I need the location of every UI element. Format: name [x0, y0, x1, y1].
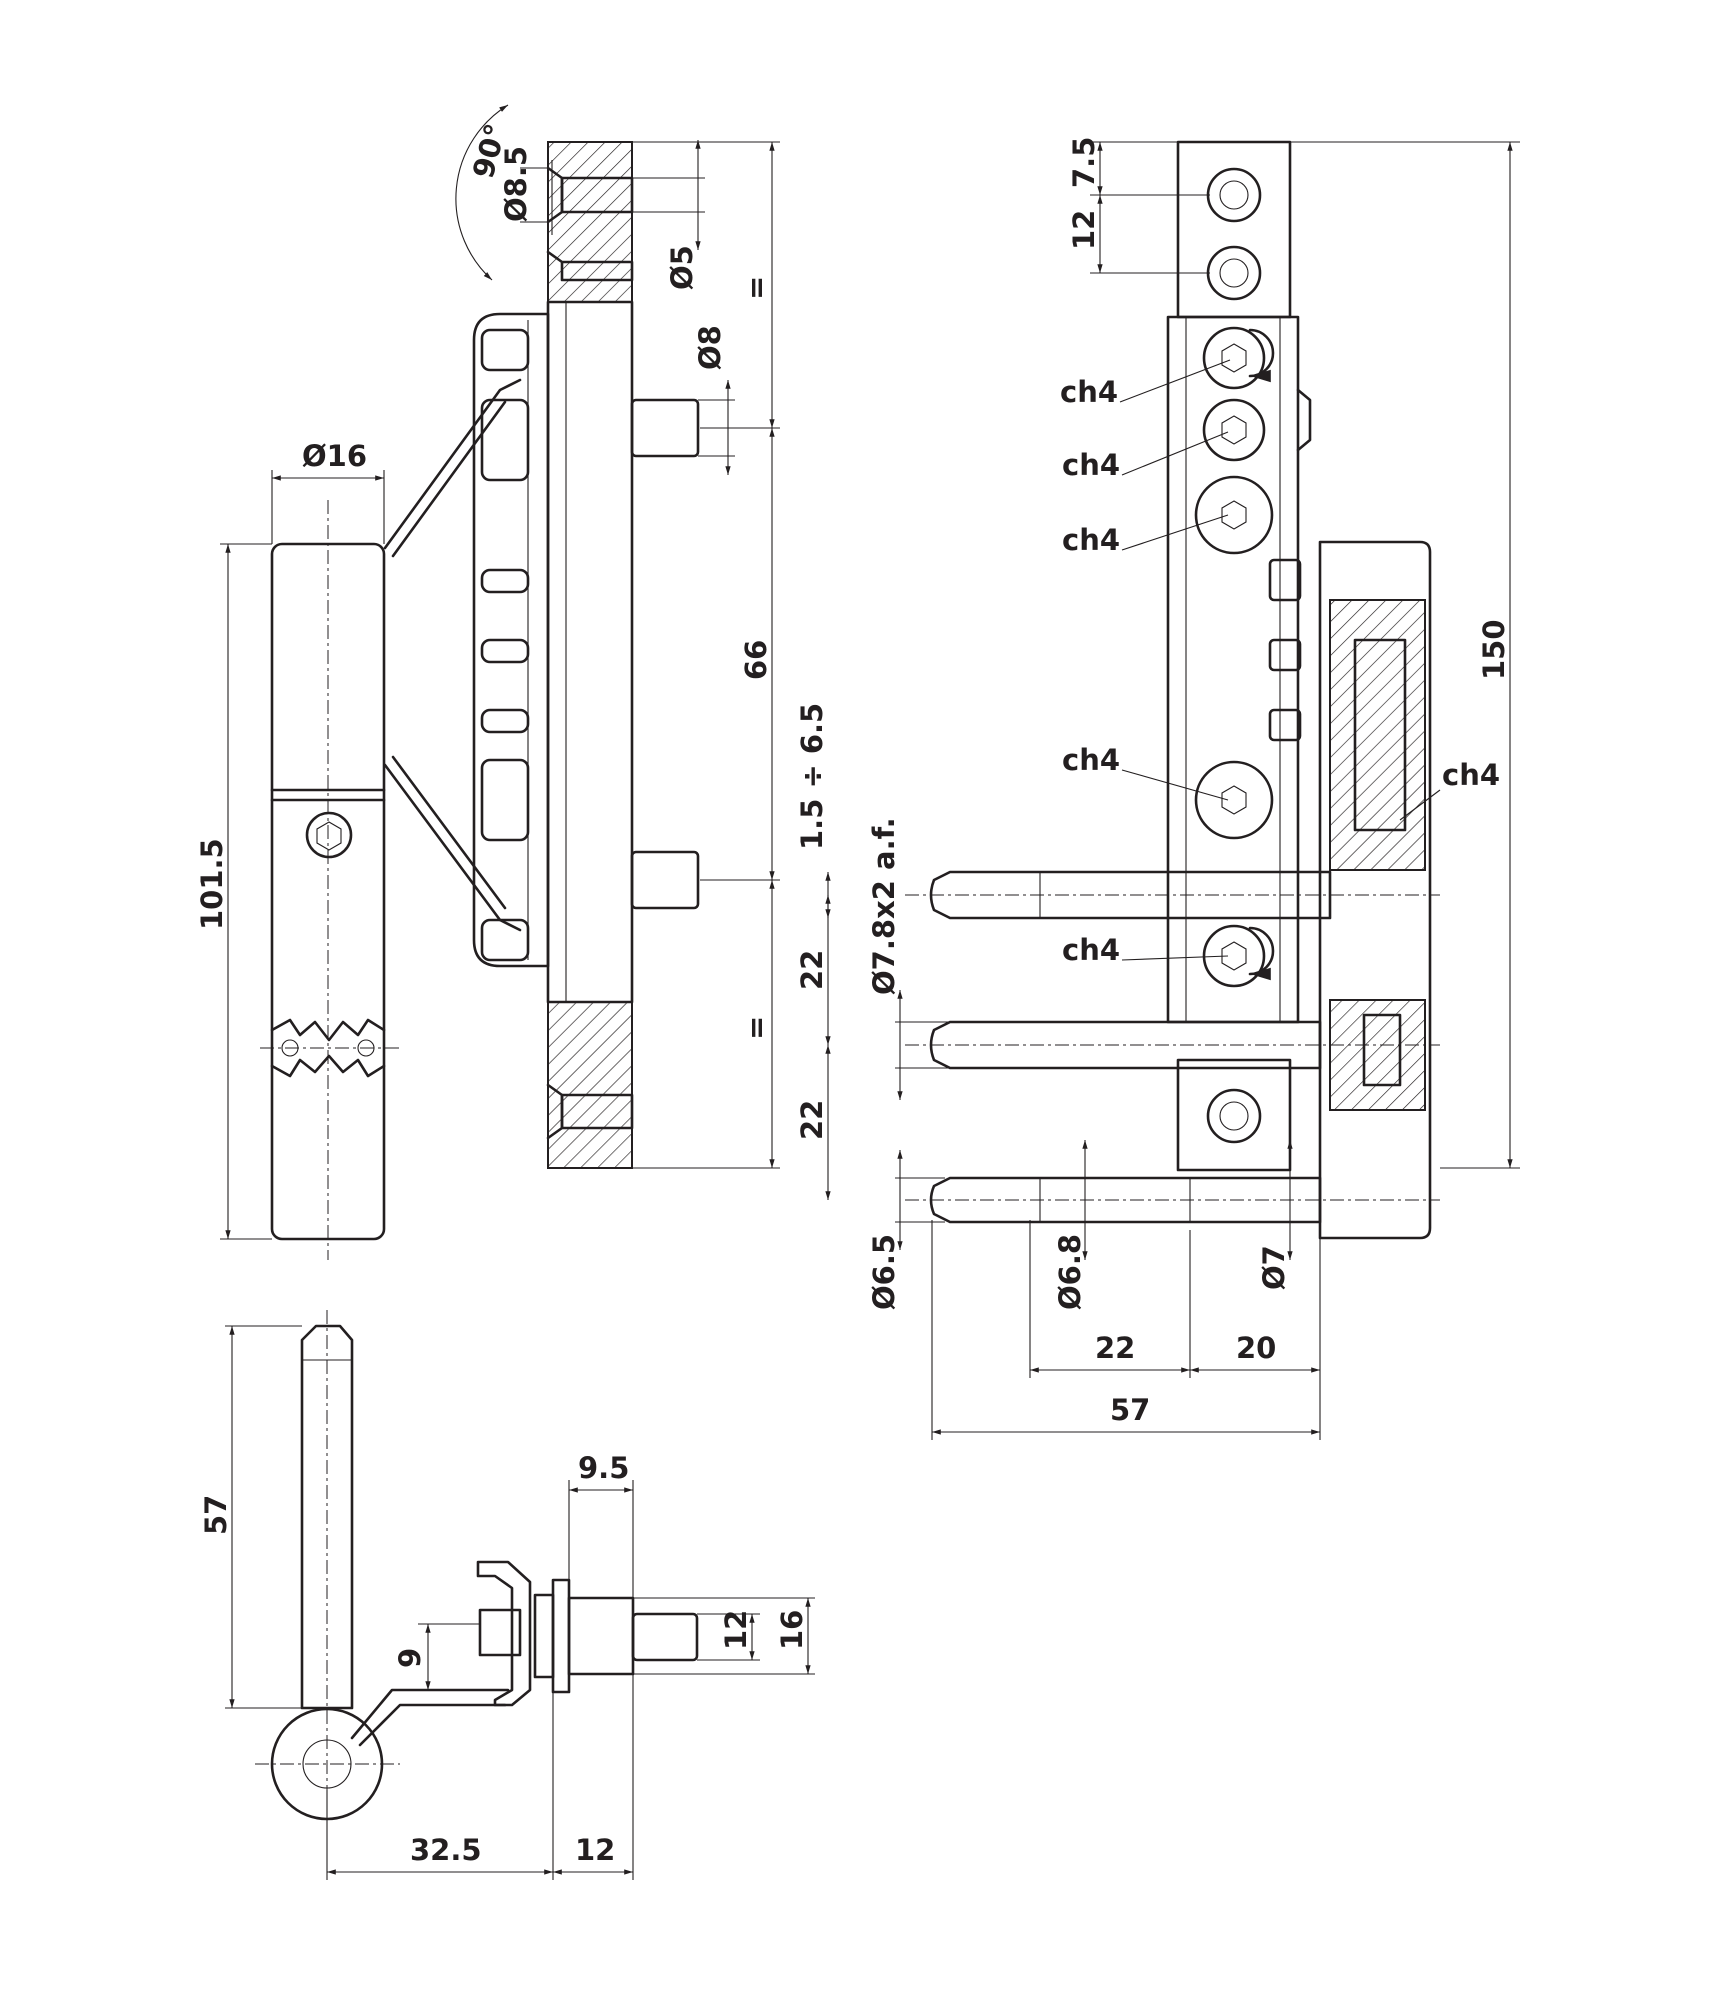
front-barrel	[1318, 540, 1432, 1240]
link-arm-bottom	[383, 763, 522, 932]
link-arm-top	[383, 378, 522, 550]
plan-view-dimensions: 57 9.5 12 16 9 32.5 12	[199, 1325, 815, 1880]
stud-bottom	[630, 850, 700, 910]
dim-22-a: 22	[795, 950, 829, 990]
dim-9-5: 9.5	[578, 1451, 629, 1485]
dim-32-5: 32.5	[410, 1833, 482, 1867]
dim-20-h: 20	[1236, 1331, 1276, 1365]
hole-d5-label: Ø5	[665, 245, 699, 290]
plate-hatch-bottom	[547, 1001, 633, 1169]
ch4-label-6: ch4	[1442, 758, 1500, 792]
d6-5-label: Ø6.5	[867, 1234, 901, 1310]
plan-bracket	[476, 1560, 532, 1707]
rotate-arrow-icon-2	[1248, 926, 1275, 981]
pins	[905, 870, 1440, 1224]
dim-12-h: 12	[575, 1833, 615, 1867]
stud-top	[630, 398, 700, 458]
dim-57-h: 57	[1110, 1393, 1150, 1427]
front-view	[905, 140, 1440, 1240]
dim-57-v: 57	[199, 1495, 233, 1535]
dim-16-v: 16	[775, 1610, 809, 1650]
equal-top: =	[739, 276, 773, 300]
rotate-arrow-icon	[1248, 328, 1275, 383]
hole-d8-5-label: Ø8.5	[499, 146, 533, 222]
grub-screw-icon	[305, 811, 353, 859]
frame-body	[472, 312, 550, 968]
dim-12-front: 12	[1067, 210, 1101, 250]
dim-22-b: 22	[795, 1100, 829, 1140]
front-bottom-plate	[1176, 1058, 1292, 1172]
equal-bottom: =	[739, 1016, 773, 1040]
ch4-label-4: ch4	[1062, 743, 1120, 777]
side-view	[260, 141, 700, 1260]
pin-af-label: Ø7.8x2 a.f.	[867, 817, 901, 995]
dim-9: 9	[393, 1648, 427, 1668]
dim-12-v: 12	[719, 1610, 753, 1650]
dim-22-h: 22	[1095, 1331, 1135, 1365]
plate-body	[546, 300, 634, 1004]
hex-screws	[1194, 326, 1274, 988]
dim-66: 66	[739, 640, 773, 680]
plate-hatch-top	[547, 141, 633, 303]
hole-d8-label: Ø8	[693, 325, 727, 370]
plan-view	[255, 1310, 699, 1821]
front-view-dimensions: 7.5 12 150 ch4 ch4 ch4 ch4 ch4 ch4 1.5 ÷…	[795, 137, 1520, 1440]
ch4-label-3: ch4	[1062, 523, 1120, 557]
ch4-label-5: ch4	[1062, 933, 1120, 967]
ch4-label-2: ch4	[1062, 448, 1120, 482]
plan-mount	[533, 1593, 555, 1679]
dim-101-5: 101.5	[195, 838, 229, 930]
dim-7-5: 7.5	[1067, 137, 1101, 188]
d7-label: Ø7	[1257, 1245, 1291, 1290]
d6-8-label: Ø6.8	[1053, 1234, 1087, 1310]
side-view-dimensions: 90° Ø8.5 Ø5 Ø8 = 66 = Ø16 101.5	[195, 104, 780, 1240]
adjust-range: 1.5 ÷ 6.5	[795, 703, 829, 850]
d16-label: Ø16	[302, 439, 367, 473]
ch4-label-1: ch4	[1060, 375, 1118, 409]
dim-150: 150	[1477, 619, 1511, 680]
